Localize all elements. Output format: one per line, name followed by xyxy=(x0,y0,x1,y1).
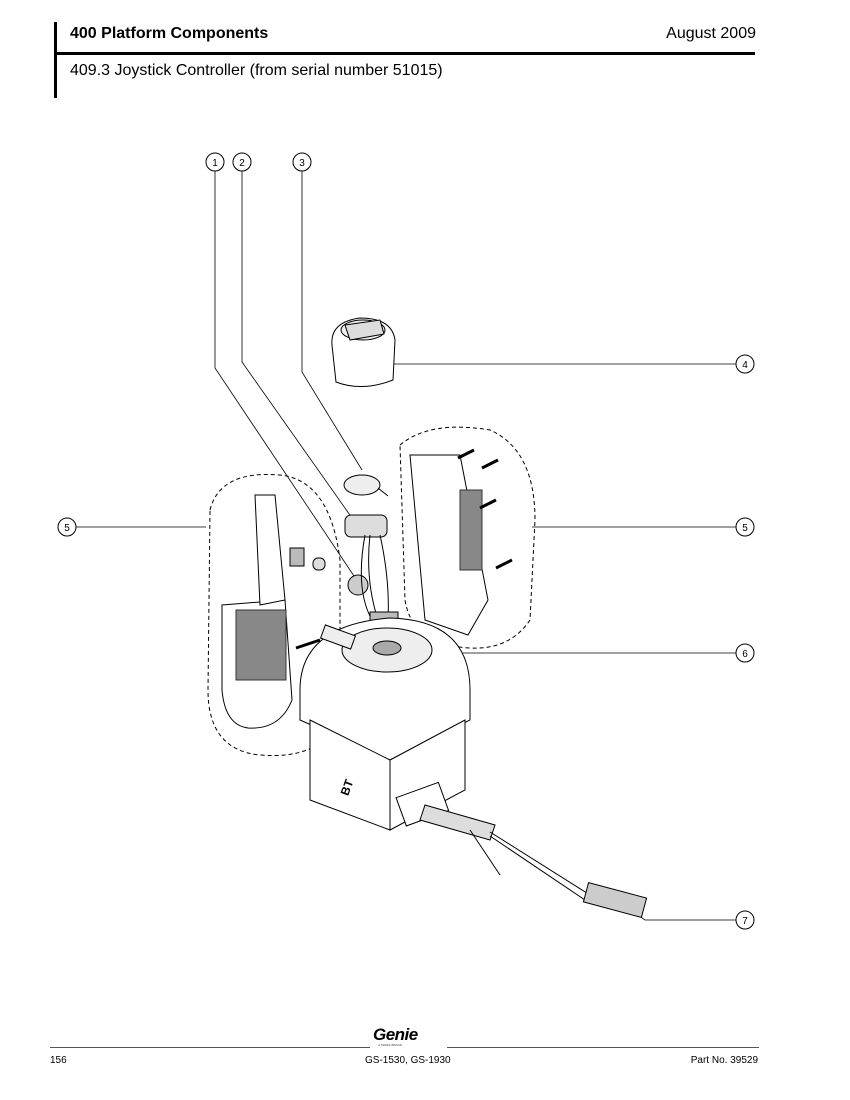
callout-5-right: 5 xyxy=(735,517,755,537)
svg-text:1: 1 xyxy=(212,158,218,169)
footer-rule-left xyxy=(50,1047,370,1048)
svg-text:3: 3 xyxy=(299,158,305,169)
callout-5-left: 5 xyxy=(57,517,77,537)
callout-6: 6 xyxy=(735,643,755,663)
callout-3: 3 xyxy=(292,152,312,172)
svg-text:5: 5 xyxy=(742,523,748,534)
left-handle-group-outline xyxy=(207,473,341,757)
page-subtitle: 409.3 Joystick Controller (from serial n… xyxy=(70,62,443,79)
svg-text:5: 5 xyxy=(64,523,70,534)
part-number: Part No. 39529 xyxy=(690,1055,758,1066)
header-rule xyxy=(56,52,755,55)
svg-text:2: 2 xyxy=(239,158,245,169)
section-title: 400 Platform Components xyxy=(70,25,269,42)
callout-1: 1 xyxy=(205,152,225,172)
header-margin-bar xyxy=(54,22,57,98)
genie-logo: Genie xyxy=(373,1025,418,1044)
logo-tagline: A TEREX BRAND xyxy=(378,1043,402,1047)
joystick-knob-part xyxy=(331,317,396,387)
model-numbers: GS-1530, GS-1930 xyxy=(365,1055,451,1066)
cable-connector-part xyxy=(395,781,648,919)
callout-2: 2 xyxy=(232,152,252,172)
left-handle-half-part xyxy=(221,494,326,729)
callout-4: 4 xyxy=(735,354,755,374)
page-number: 156 xyxy=(50,1055,67,1066)
svg-text:7: 7 xyxy=(742,916,748,927)
svg-text:BT: BT xyxy=(338,777,357,797)
svg-text:6: 6 xyxy=(742,649,748,660)
svg-text:4: 4 xyxy=(742,360,748,371)
footer-rule-right xyxy=(447,1047,759,1048)
button-cap-part xyxy=(343,474,389,497)
right-handle-half-part xyxy=(409,448,513,636)
callout-7: 7 xyxy=(735,910,755,930)
publication-date: August 2009 xyxy=(666,25,756,42)
